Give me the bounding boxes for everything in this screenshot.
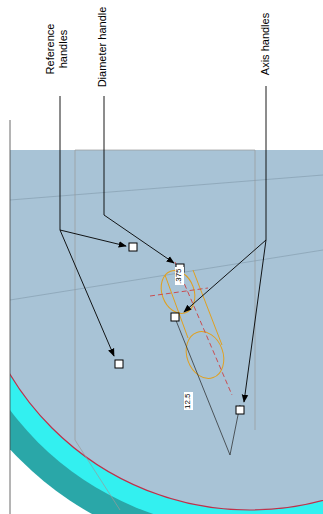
cylinder-preview — [155, 266, 230, 384]
dimension-lines — [175, 318, 240, 455]
dimension-value: .375 — [175, 267, 184, 285]
handles — [115, 243, 244, 414]
leader-lines — [60, 86, 266, 402]
center-lines — [150, 262, 232, 395]
construction-plane — [75, 150, 255, 510]
callout-label: Reference handles — [44, 6, 70, 92]
callout-label: Axis handles — [259, 6, 272, 82]
callout-label: Diameter handle — [96, 2, 109, 92]
part-body — [10, 150, 323, 514]
dimension-value: 12.5 — [184, 392, 193, 410]
